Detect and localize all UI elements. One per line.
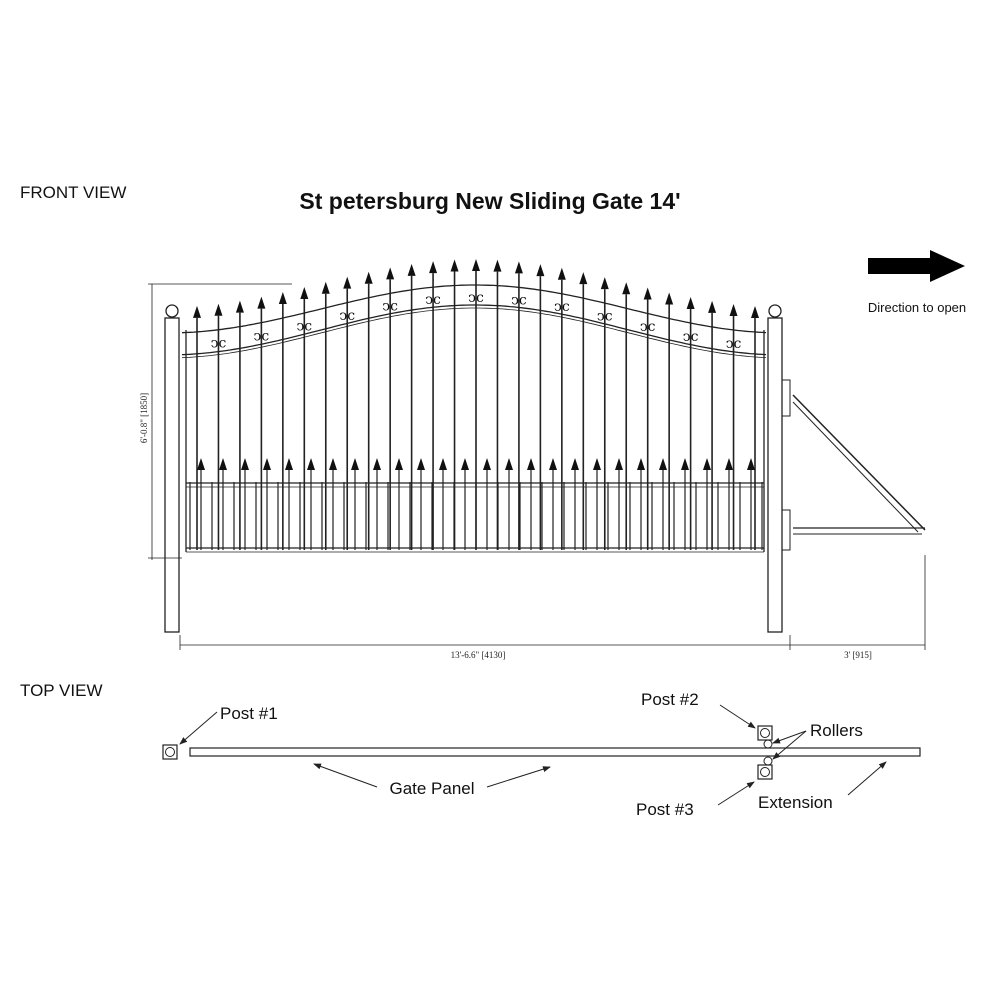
spear-tip-icon xyxy=(600,277,609,290)
width-dimension: 13'-6.6" [4130] 3' [915] xyxy=(179,555,926,660)
spear-tip-icon xyxy=(395,458,403,470)
diagram-title: St petersburg New Sliding Gate 14' xyxy=(299,188,680,214)
spear-tip-icon xyxy=(307,458,315,470)
post3-label: Post #3 xyxy=(636,800,694,819)
spear-tip-icon xyxy=(329,458,337,470)
scroll-ornament-icon: ↄc xyxy=(211,336,227,352)
spear-tip-icon xyxy=(461,458,469,470)
gate-panel-label: Gate Panel xyxy=(389,779,474,798)
spear-tip-icon xyxy=(483,458,491,470)
post1-square xyxy=(162,744,178,760)
spear-tip-icon xyxy=(193,305,201,318)
spear-tip-icon xyxy=(708,300,717,313)
spear-tip-icon xyxy=(536,264,545,277)
spear-tip-icon xyxy=(439,458,447,470)
spear-tip-icon xyxy=(407,263,416,276)
scroll-ornament-icon: ↄc xyxy=(597,308,613,324)
rollers-label: Rollers xyxy=(810,721,863,740)
spear-tip-icon xyxy=(429,261,438,274)
scroll-ornament-icon: ↄc xyxy=(254,328,270,344)
scroll-ornament-icon: ↄc xyxy=(726,336,742,352)
scroll-ornament-icon: ↄc xyxy=(554,299,570,315)
spear-tip-icon xyxy=(549,458,557,470)
top-view-label: TOP VIEW xyxy=(20,681,103,700)
spear-tip-icon xyxy=(615,458,623,470)
spear-tip-icon xyxy=(527,458,535,470)
spear-tip-icon xyxy=(263,458,271,470)
spear-tip-icon xyxy=(257,296,266,309)
spear-tip-icon xyxy=(343,276,352,289)
gate-panel-front: ↄc ↄc ↄc ↄc ↄc ↄc ↄc ↄc ↄc ↄc ↄc ↄc ↄc xyxy=(181,259,767,553)
spear-tip-icon xyxy=(241,458,249,470)
spear-tip-icon xyxy=(493,259,502,272)
height-dimension-text: 6'-0.8" [1850] xyxy=(139,393,149,443)
spear-tip-icon xyxy=(278,292,287,305)
spear-tip-icon xyxy=(197,458,205,470)
direction-label: Direction to open xyxy=(868,300,966,315)
roller xyxy=(763,739,773,749)
spear-tip-icon xyxy=(505,458,513,470)
right-post xyxy=(767,304,783,633)
spear-tip-icon xyxy=(593,458,601,470)
gate-extension-front xyxy=(781,379,926,551)
spear-tip-icon xyxy=(386,267,395,280)
scroll-ornament-icon: ↄc xyxy=(683,329,699,345)
scroll-ornament-icon: ↄc xyxy=(425,292,441,308)
roller xyxy=(763,756,773,766)
scroll-ornament-icon: ↄc xyxy=(296,319,312,335)
lower-arch-rail xyxy=(181,304,767,356)
spear-tip-icon xyxy=(579,272,588,285)
scroll-ornament-icon: ↄc xyxy=(382,299,398,315)
spear-tip-icon xyxy=(219,458,227,470)
height-dimension: 6'-0.8" [1850] xyxy=(139,283,292,560)
spear-tip-icon xyxy=(373,458,381,470)
scroll-ornament-icon: ↄc xyxy=(468,290,484,306)
spear-tip-icon xyxy=(729,303,738,316)
spear-tip-icon xyxy=(417,458,425,470)
spear-tip-icon xyxy=(557,267,566,280)
spear-tip-icon xyxy=(514,261,523,274)
spear-tip-icon xyxy=(321,281,330,294)
spear-tip-icon xyxy=(703,458,711,470)
spear-tip-icon xyxy=(747,458,755,470)
gate-panel-top xyxy=(189,747,921,757)
spear-tip-icon xyxy=(235,300,244,313)
spear-tip-icon xyxy=(300,287,309,300)
post3-square xyxy=(757,764,773,780)
scroll-ornament-icon: ↄc xyxy=(511,292,527,308)
spear-tip-icon xyxy=(665,292,674,305)
spear-tip-icon xyxy=(571,458,579,470)
front-view-label: FRONT VIEW xyxy=(20,183,126,202)
spear-tip-icon xyxy=(285,458,293,470)
spear-tip-icon xyxy=(214,303,223,316)
lower-arch-rail-inner xyxy=(181,307,767,359)
spear-tip-icon xyxy=(681,458,689,470)
spear-tip-icon xyxy=(472,259,480,272)
spear-tip-icon xyxy=(643,287,652,300)
spear-tip-icon xyxy=(725,458,733,470)
spear-tip-icon xyxy=(622,282,631,295)
post2-square xyxy=(757,725,773,741)
post1-label: Post #1 xyxy=(220,704,278,723)
spear-tip-icon xyxy=(364,271,373,284)
top-view: Post #1 Post #2 Rollers Gate Panel Post … xyxy=(162,690,921,819)
spear-tip-icon xyxy=(686,297,695,310)
spear-tip-icon xyxy=(351,458,359,470)
width-dimension-text: 13'-6.6" [4130] xyxy=(451,650,506,660)
spear-tip-icon xyxy=(450,259,459,272)
spear-tip-icon xyxy=(637,458,645,470)
scroll-ornament-icon: ↄc xyxy=(640,319,656,335)
left-post xyxy=(164,304,180,633)
spear-tip-icon xyxy=(751,306,759,319)
post2-label: Post #2 xyxy=(641,690,699,709)
direction-arrow-icon xyxy=(868,250,965,282)
spear-tip-icon xyxy=(659,458,667,470)
extension-label: Extension xyxy=(758,793,833,812)
extension-dimension-text: 3' [915] xyxy=(844,650,872,660)
scroll-ornament-icon: ↄc xyxy=(339,308,355,324)
